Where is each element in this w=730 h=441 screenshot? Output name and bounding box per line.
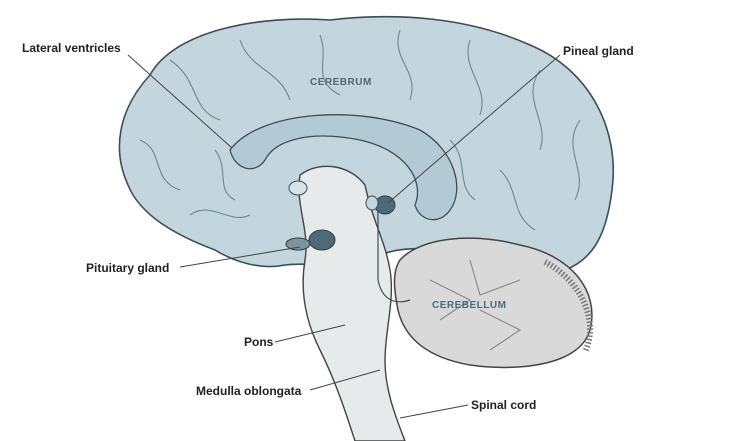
pituitary-gland [308,229,336,251]
label-lateral-ventricles: Lateral ventricles [22,41,121,55]
label-pituitary-gland: Pituitary gland [86,261,169,275]
cerebellum-label: CEREBELLUM [432,300,506,311]
fornix-body [288,180,308,196]
cerebrum-label: CEREBRUM [310,77,372,88]
cerebrum-gyri [139,29,581,231]
label-spinal-cord: Spinal cord [471,398,536,412]
label-pineal-gland: Pineal gland [563,44,634,58]
corpus-callosum [229,114,458,221]
label-pons: Pons [244,335,274,349]
cerebellum [393,237,593,369]
label-medulla-oblongata: Medulla oblongata [196,384,302,398]
